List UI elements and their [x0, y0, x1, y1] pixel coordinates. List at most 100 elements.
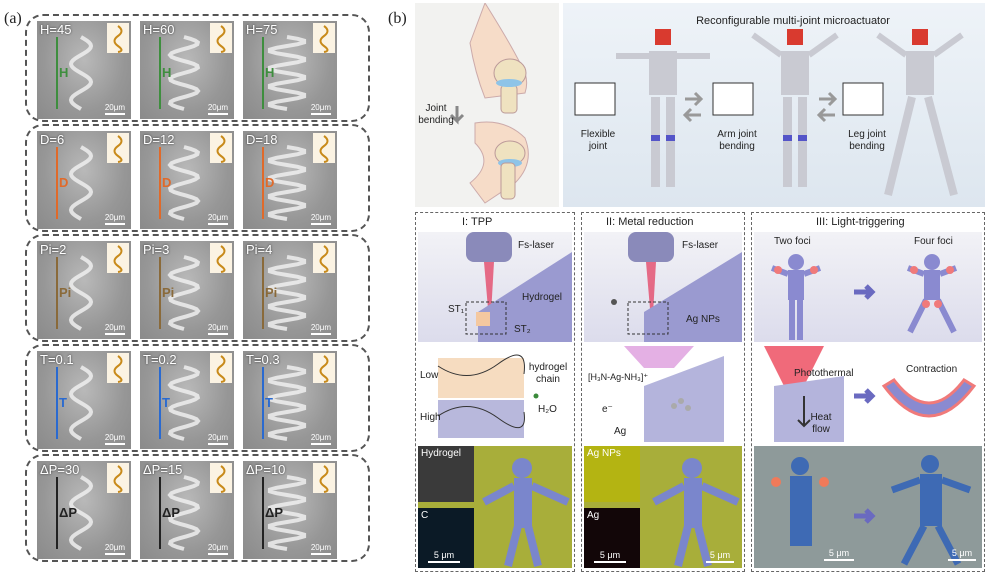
arm-joint-text: Arm joint bending	[717, 129, 757, 152]
tile-symbol: H	[59, 65, 69, 80]
scale-bar: 20μm	[311, 103, 331, 115]
helix-schematic-inset	[313, 133, 335, 163]
tile-symbol: D	[59, 175, 69, 190]
helix-schematic-inset	[313, 463, 335, 493]
tile-parameter-label: T=0.3	[246, 352, 280, 367]
helix-schematic-inset	[107, 243, 129, 273]
tpp-chain: hydrogel chain	[528, 362, 568, 385]
tile-parameter-label: H=75	[246, 22, 278, 37]
tile-parameter-label: Pi=2	[40, 242, 67, 257]
scale-bar: 20μm	[208, 103, 228, 115]
scale-bar: 20μm	[208, 433, 228, 445]
tpp-laser-diagram: Fs-laser Hydrogel ST₁ ST₂	[418, 232, 572, 342]
metal-electron: e⁻	[602, 404, 613, 415]
knee-illustration	[449, 1, 529, 204]
light-foci-diagram: Two foci Four foci	[754, 232, 982, 342]
scale-bar: 20μm	[311, 213, 331, 225]
metal-laser-diagram: Fs-laser Ag NPs	[584, 232, 742, 342]
helix-schematic-inset	[210, 243, 232, 273]
tpp-st2: ST₂	[514, 324, 531, 335]
tile-parameter-label: Pi=3	[143, 242, 170, 257]
section-light-triggering	[751, 212, 985, 572]
tile-parameter-label: T=0.1	[40, 352, 74, 367]
panel-b-label: (b)	[388, 10, 407, 27]
helix-schematic-inset	[107, 133, 129, 163]
robot-illustrations	[574, 29, 964, 197]
scale-bar: 20μm	[105, 103, 125, 115]
section-tpp	[415, 212, 575, 572]
joint-bending-text: Joint bending	[418, 103, 454, 126]
light-micrograph: 5 μm 5 μm	[754, 446, 982, 568]
joint-bending-panel: Joint bending	[415, 1, 559, 207]
tile-symbol: T	[59, 395, 67, 410]
tile-symbol: ΔP	[59, 505, 78, 520]
helix-schematic-inset	[210, 133, 232, 163]
helix-schematic-inset	[210, 463, 232, 493]
tile-symbol: T	[265, 395, 273, 410]
scale-bar: 20μm	[208, 213, 228, 225]
tpp-micrograph: Hydrogel C 5 μm	[418, 446, 572, 568]
scale-bar: 20μm	[208, 323, 228, 335]
microactuator-title: Reconfigurable multi-joint microactuator	[696, 15, 890, 27]
light-photothermal-diagram: Photothermal Heat flow Contraction	[754, 346, 982, 442]
tpp-density-diagram: Low High hydrogel chain H₂O	[418, 346, 572, 442]
tile-symbol: Pi	[59, 285, 72, 300]
tile-parameter-label: H=45	[40, 22, 72, 37]
tile-symbol: H	[162, 65, 172, 80]
tpp-img-c: C	[421, 510, 429, 521]
section-light-title: III: Light-triggering	[816, 216, 905, 228]
panel-a-label: (a)	[4, 10, 22, 27]
scale-bar: 20μm	[105, 543, 125, 555]
tpp-water: H₂O	[538, 404, 557, 415]
tile-symbol: ΔP	[162, 505, 181, 520]
tpp-low: Low	[420, 370, 439, 381]
scale-bar: 20μm	[311, 543, 331, 555]
tile-parameter-label: ΔP=30	[40, 462, 80, 477]
scale-bar: 20μm	[105, 433, 125, 445]
tile-parameter-label: ΔP=15	[143, 462, 183, 477]
light-four-foci: Four foci	[914, 236, 953, 247]
helix-schematic-inset	[210, 23, 232, 53]
metal-scale: 5 μm	[594, 550, 626, 563]
helix-schematic-inset	[107, 23, 129, 53]
microactuator-panel: Reconfigurable multi-joint microactuator	[563, 3, 985, 207]
light-heat-flow: Heat flow	[810, 412, 832, 435]
metal-reduction-diagram: [H₃N-Ag-NH₃]⁺ e⁻ Ag	[584, 346, 742, 442]
metal-scale-2: 5 μm	[706, 550, 734, 563]
helix-schematic-inset	[210, 353, 232, 383]
metal-ag: Ag	[614, 426, 627, 437]
helix-schematic-inset	[313, 353, 335, 383]
metal-ag-nps: Ag NPs	[686, 314, 720, 325]
tpp-img-hydrogel: Hydrogel	[421, 448, 462, 459]
tile-parameter-label: D=12	[143, 132, 175, 147]
metal-fs-laser: Fs-laser	[682, 240, 719, 251]
metal-complex: [H₃N-Ag-NH₃]⁺	[588, 372, 649, 382]
section-metal-reduction	[581, 212, 745, 572]
metal-img-agnps: Ag NPs	[587, 448, 621, 459]
tpp-scale: 5 μm	[428, 550, 460, 563]
scale-bar: 20μm	[208, 543, 228, 555]
tile-parameter-label: T=0.2	[143, 352, 177, 367]
light-photothermal: Photothermal	[794, 368, 854, 379]
scale-bar: 20μm	[311, 323, 331, 335]
scale-bar: 20μm	[105, 213, 125, 225]
tile-symbol: D	[265, 175, 275, 190]
tile-symbol: D	[162, 175, 172, 190]
tile-parameter-label: H=60	[143, 22, 175, 37]
light-contraction: Contraction	[906, 364, 958, 375]
tpp-hydrogel: Hydrogel	[522, 292, 563, 303]
helix-schematic-inset	[313, 23, 335, 53]
